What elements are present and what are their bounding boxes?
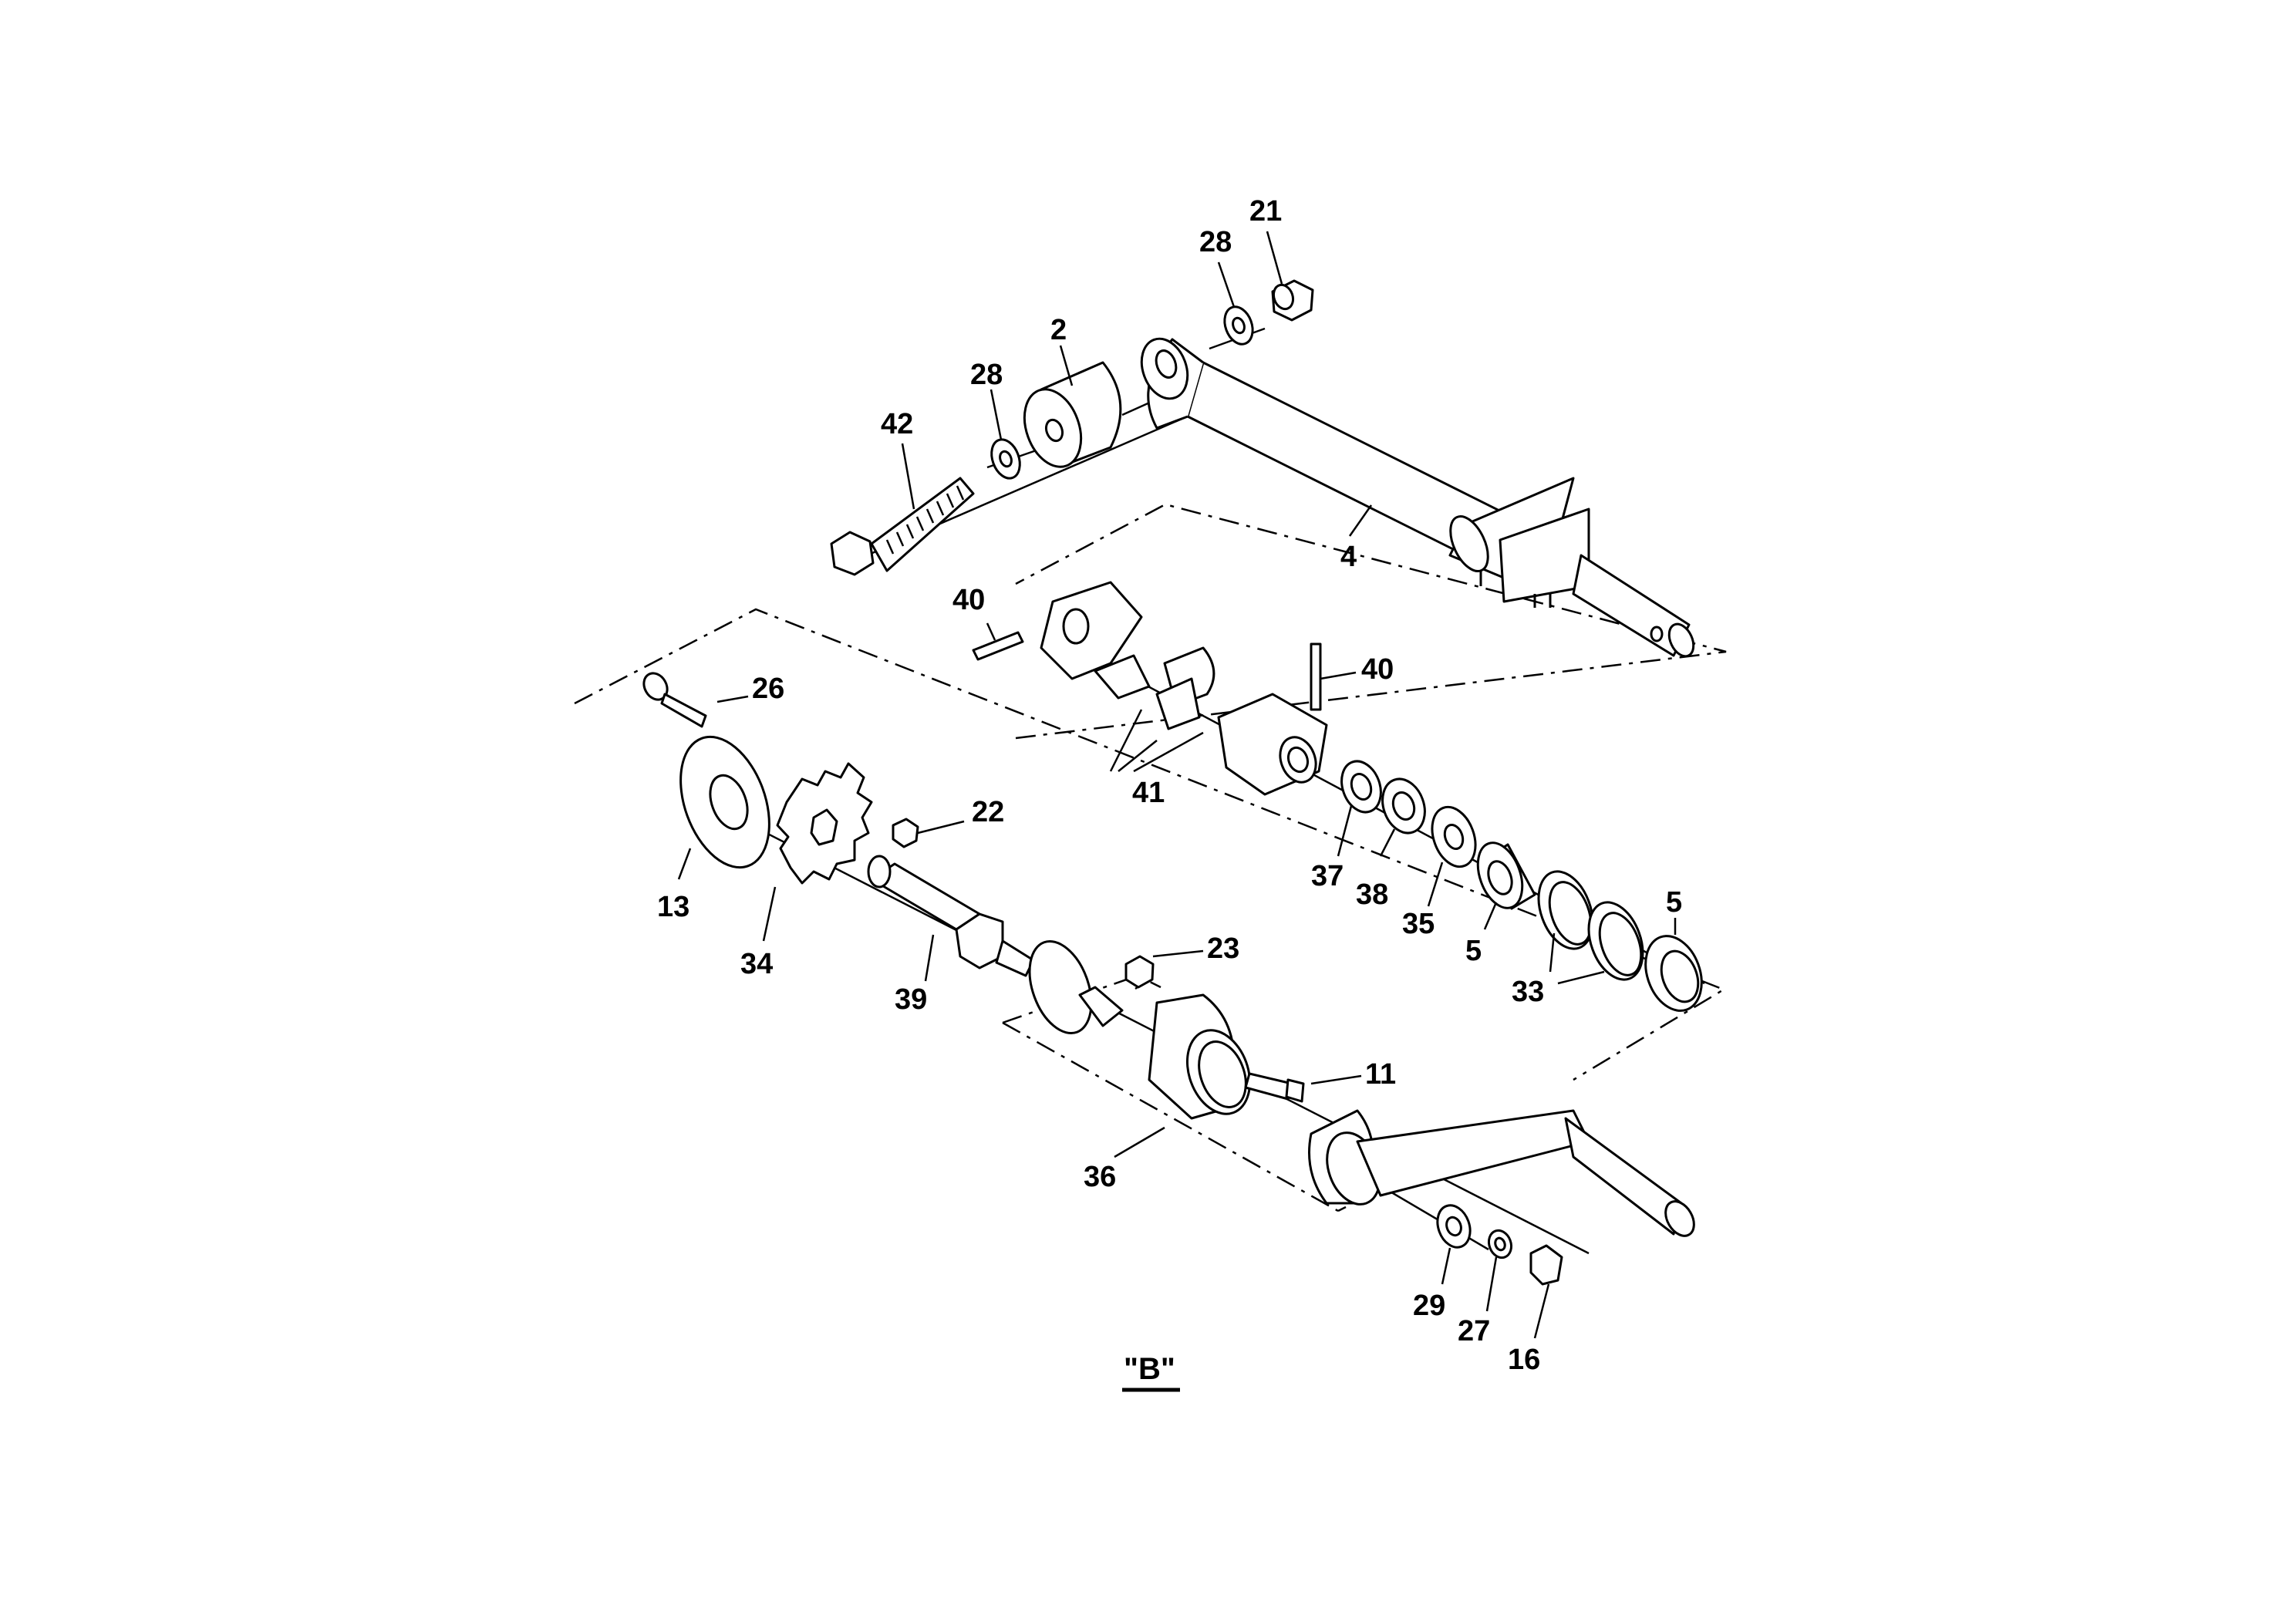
part-2-bushing bbox=[1023, 361, 1122, 468]
callout-5: 5 bbox=[1465, 935, 1482, 967]
callout-27: 27 bbox=[1458, 1315, 1490, 1347]
part-40-pin-left bbox=[972, 631, 1024, 661]
callout-22: 22 bbox=[972, 796, 1004, 828]
group-boundary-upper bbox=[1015, 503, 1727, 740]
leader-lines bbox=[677, 231, 1677, 1339]
part-28-washer-top bbox=[1223, 305, 1254, 346]
part-5-bearing-right bbox=[1644, 935, 1703, 1012]
callout-35: 35 bbox=[1402, 908, 1435, 940]
part-23-nut bbox=[1124, 955, 1155, 989]
lever-arm bbox=[1308, 1109, 1695, 1237]
part-35-washer bbox=[1431, 805, 1477, 868]
part-16-screw bbox=[1529, 1244, 1563, 1286]
callout-36: 36 bbox=[1084, 1161, 1116, 1193]
callout-4: 4 bbox=[1340, 541, 1357, 573]
part-37-nut bbox=[1340, 760, 1382, 814]
callout-42: 42 bbox=[881, 408, 913, 440]
callout-28: 28 bbox=[1199, 226, 1232, 258]
callout-13: 13 bbox=[657, 891, 689, 923]
part-5-bearing bbox=[1476, 841, 1536, 910]
view-label-text: "B" bbox=[1124, 1352, 1175, 1386]
callout-23: 23 bbox=[1207, 932, 1239, 965]
part-22-nut bbox=[892, 818, 919, 848]
part-39-shaft bbox=[867, 855, 1035, 977]
callout-26: 26 bbox=[752, 673, 784, 705]
part-26-eye-bolt bbox=[642, 672, 707, 728]
callout-28: 28 bbox=[970, 359, 1003, 391]
part-41-universal-joint bbox=[1040, 581, 1328, 796]
part-13-large-washer bbox=[679, 735, 770, 869]
part-42-thread bbox=[885, 485, 965, 555]
part-36-flange-assembly bbox=[1028, 939, 1252, 1120]
callout-16: 16 bbox=[1508, 1344, 1540, 1376]
group-boundary-lower bbox=[574, 608, 1726, 1081]
callout-33: 33 bbox=[1512, 976, 1544, 1008]
callout-34: 34 bbox=[740, 948, 773, 980]
part-33-bearing-race-a bbox=[1537, 870, 1594, 950]
part-33-bearing-race-b bbox=[1587, 901, 1644, 981]
part-29-washer bbox=[1436, 1204, 1472, 1249]
callout-21: 21 bbox=[1249, 195, 1282, 228]
part-27-washer bbox=[1487, 1229, 1513, 1259]
callout-41: 41 bbox=[1132, 777, 1165, 809]
callout-40: 40 bbox=[952, 584, 985, 616]
part-28-washer bbox=[990, 438, 1021, 480]
callout-40: 40 bbox=[1361, 653, 1394, 686]
callout-29: 29 bbox=[1413, 1290, 1445, 1322]
callout-39: 39 bbox=[895, 983, 927, 1016]
part-34-star-plate bbox=[776, 762, 873, 885]
view-label: "B" bbox=[1122, 1352, 1180, 1392]
callout-2: 2 bbox=[1050, 314, 1067, 346]
callout-labels: 21 28 2 28 42 4 40 40 26 41 22 13 37 38 … bbox=[657, 195, 1682, 1376]
callout-38: 38 bbox=[1356, 878, 1388, 911]
part-40-pin-right bbox=[1310, 642, 1322, 711]
callout-11: 11 bbox=[1365, 1058, 1396, 1091]
part-21-nut bbox=[1271, 279, 1314, 322]
part-4-hydraulic-cylinder bbox=[1140, 337, 1695, 658]
callout-37: 37 bbox=[1311, 860, 1344, 892]
part-11-bolt bbox=[1244, 1072, 1305, 1103]
part-42-bolt bbox=[830, 477, 975, 576]
callout-5: 5 bbox=[1666, 886, 1682, 919]
part-38-lock-washer bbox=[1381, 777, 1426, 835]
